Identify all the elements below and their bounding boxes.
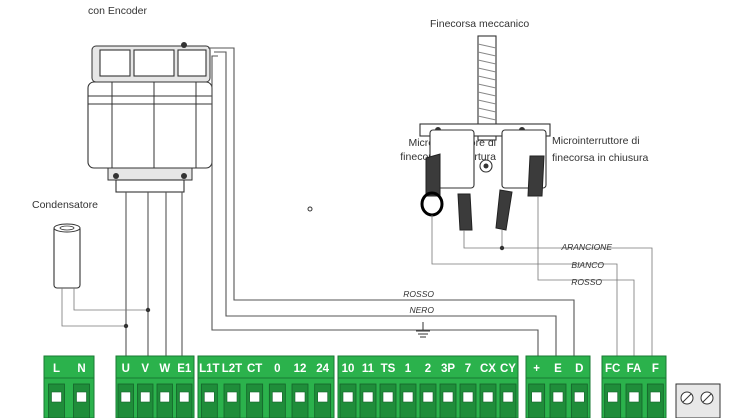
terminal-slot (317, 391, 328, 403)
terminal-slot (249, 391, 260, 403)
terminal-slot (552, 391, 564, 403)
terminal-encoder-label: D (575, 363, 583, 375)
terminal-safety-label: L2T (222, 363, 242, 375)
terminal-slot (204, 391, 215, 403)
terminal-slot (607, 391, 618, 403)
finecorsa-meccanico-label: Finecorsa meccanico (430, 18, 529, 30)
terminal-block-encoder: + E D (525, 355, 591, 418)
terminal-commands-label: 2 (425, 363, 431, 375)
terminal-slot (502, 391, 514, 403)
terminal-slot (650, 391, 661, 403)
ground-symbol (416, 322, 430, 338)
terminal-slot (294, 391, 306, 403)
micro-chiusura-label-line1: Microinterruttore di (552, 135, 640, 147)
terminal-commands-label: CX (480, 363, 496, 375)
condensatore-label: Condensatore (32, 199, 98, 211)
motor-wires (61, 192, 183, 364)
terminal-slot (140, 391, 151, 403)
screw-terminal (675, 383, 721, 418)
wire-nero-label: NERO (409, 305, 434, 315)
terminal-slot (628, 391, 640, 403)
terminal-limit-label: FA (627, 363, 642, 375)
terminal-commands-label: CY (500, 363, 516, 375)
terminal-encoder-label: + (533, 363, 540, 375)
terminal-slot (574, 391, 585, 403)
terminal-commands-label: 7 (465, 363, 471, 375)
terminal-limit-label: FC (605, 363, 620, 375)
terminal-motor-label: V (141, 363, 149, 375)
terminal-slot (531, 391, 542, 403)
terminal-slot (226, 391, 238, 403)
terminal-slot (51, 391, 62, 403)
terminal-motor-label: W (159, 363, 170, 375)
terminal-slot (482, 391, 494, 403)
terminal-power-label: N (77, 363, 85, 375)
terminal-slot (462, 391, 474, 403)
terminal-slot (159, 391, 170, 403)
terminal-commands-label: 3P (441, 363, 455, 375)
terminal-commands-label: 10 (342, 363, 355, 375)
terminal-encoder-label: E (554, 363, 562, 375)
terminal-commands-label: TS (381, 363, 396, 375)
terminal-safety-label: CT (247, 363, 262, 375)
terminal-commands-label: 11 (362, 363, 375, 375)
terminal-slot (272, 391, 283, 403)
terminal-slot (382, 391, 394, 403)
terminal-safety-label: 0 (274, 363, 280, 375)
terminal-slot (362, 391, 374, 403)
encoder-wires: ROSSO NERO (208, 47, 575, 364)
terminal-motor-label: U (122, 363, 130, 375)
limit-switch-assembly (307, 35, 551, 231)
terminal-safety-label: 24 (316, 363, 329, 375)
terminal-slot (120, 391, 131, 403)
limit-switch-wires: ARANCIONE BIANCO ROSSO (431, 196, 653, 364)
encoder-label: con Encoder (88, 5, 147, 17)
terminal-slot (179, 391, 190, 403)
motor-encoder (87, 42, 213, 193)
micro-chiusura-label-line2: finecorsa in chiusura (552, 152, 648, 164)
terminal-power-label: L (53, 363, 60, 375)
terminal-limit-label: F (652, 363, 659, 375)
terminal-motor-label: E1 (177, 363, 192, 375)
wire-rosso-fc-label: ROSSO (571, 277, 602, 287)
terminal-commands-label: 1 (405, 363, 412, 375)
terminal-slot (342, 391, 354, 403)
terminal-slot (76, 391, 87, 403)
wire-rosso-label: ROSSO (403, 289, 434, 299)
terminal-block-commands: 10 11 TS 1 2 3P 7 CX CY (337, 355, 519, 418)
capacitor (53, 223, 81, 289)
terminal-block-limit: FC FA F (601, 355, 667, 418)
wire-arancione-label: ARANCIONE (560, 242, 612, 252)
wire-bianco-label: BIANCO (571, 260, 604, 270)
terminal-safety-label: L1T (199, 363, 219, 375)
terminal-slot (422, 391, 434, 403)
terminal-slot (402, 391, 414, 403)
terminal-safety-label: 12 (294, 363, 307, 375)
terminal-slot (442, 391, 454, 403)
